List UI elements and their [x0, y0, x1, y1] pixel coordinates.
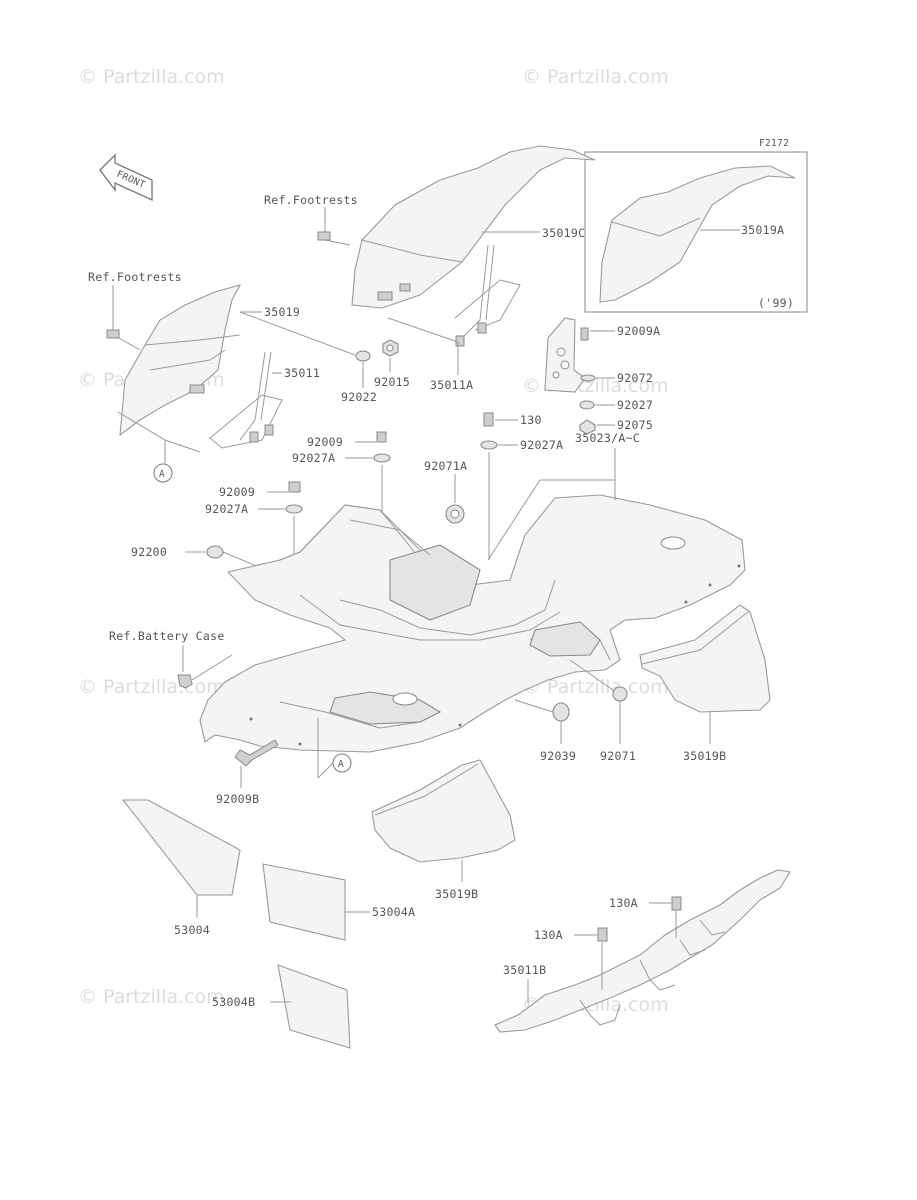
washer-icon: [285, 504, 303, 514]
bolt-icon: [483, 412, 494, 427]
part-label-130A-left: 130A: [534, 928, 563, 942]
part-label-92071A: 92071A: [424, 459, 467, 473]
bolt-icon: [671, 896, 682, 911]
inset-year: ('99): [758, 296, 794, 310]
bolt-icon: [376, 431, 387, 443]
part-label-92075: 92075: [617, 418, 653, 432]
part-label-53004A: 53004A: [372, 905, 415, 919]
grommet-icon: [612, 686, 628, 702]
mud-flap-center: [371, 759, 516, 863]
part-label-35019B-right: 35019B: [683, 749, 726, 763]
fastener-92009B-group: 92009B A: [216, 718, 352, 806]
part-label-92009A: 92009A: [617, 324, 660, 338]
part-label-35019C: 35019C: [542, 226, 585, 240]
ref-footrests-label-top: Ref.Footrests: [264, 193, 358, 207]
part-label-92027A-a: 92027A: [292, 451, 335, 465]
bolt-icon: [580, 327, 589, 341]
watermark: © Partzilla.com: [522, 676, 669, 698]
diagram-code: F2172: [759, 138, 789, 149]
grommet-icon: [206, 545, 224, 559]
part-label-35019A: 35019A: [741, 223, 784, 237]
decal-53004B: [277, 964, 351, 1049]
battery-case-icon: [177, 674, 193, 689]
watermark: © Partzilla.com: [522, 66, 669, 88]
grommet-icon: [552, 702, 570, 722]
mud-flap-right: [639, 604, 771, 713]
fastener-92039-group: 92039 92071: [514, 659, 636, 763]
part-label-92009-a: 92009: [307, 435, 343, 449]
rear-fender-1999-inset: [599, 165, 796, 303]
fastener-130-group: 130 92027A: [480, 412, 563, 560]
part-label-130: 130: [520, 413, 542, 427]
part-label-92009B: 92009B: [216, 792, 259, 806]
part-label-92027A-right: 92027A: [520, 438, 563, 452]
rear-fender-body: [199, 494, 746, 753]
washer-icon: [373, 453, 391, 463]
decal-53004: [121, 799, 241, 896]
left-inner-fender: [119, 284, 242, 437]
mounting-bracket-group: 92009A 92072 92027 92075: [544, 317, 660, 435]
part-label-92022: 92022: [341, 390, 377, 404]
part-label-130A-top: 130A: [609, 896, 638, 910]
watermark: © Partzilla.com: [78, 676, 225, 698]
lower-bracket-group: 130A 130A 35011B: [494, 869, 791, 1033]
part-label-35023: 35023/A~C: [575, 431, 640, 445]
part-label-92039: 92039: [540, 749, 576, 763]
bolt-icon: [234, 739, 279, 767]
part-label-35019B-center: 35019B: [435, 887, 478, 901]
mounting-bracket: [544, 317, 586, 393]
washer-icon: [579, 400, 595, 410]
ref-marker-a-bottom: A: [338, 759, 344, 770]
part-label-92071: 92071: [600, 749, 636, 763]
rear-fender-group: 35023/A~C Ref.Battery Case: [109, 431, 746, 753]
part-label-92027A-b: 92027A: [205, 502, 248, 516]
fastener-92009-group-b: 92009 92027A 92200: [131, 481, 303, 581]
bolt-icon: [106, 329, 120, 339]
part-label-35019: 35019: [264, 305, 300, 319]
inset-1999-box: F2172 35019A ('99): [584, 138, 808, 313]
part-label-92072: 92072: [617, 371, 653, 385]
part-label-35011B: 35011B: [503, 963, 546, 977]
bolt-icon: [317, 231, 331, 241]
fastener-92009-group-a: 92009 92027A: [292, 431, 391, 590]
part-label-92027: 92027: [617, 398, 653, 412]
part-label-92200: 92200: [131, 545, 167, 559]
bolt-icon: [597, 927, 608, 942]
part-label-35011A: 35011A: [430, 378, 473, 392]
washer-nut-group: 92015 92022: [341, 339, 410, 404]
part-label-53004: 53004: [174, 923, 210, 937]
part-label-53004B: 53004B: [212, 995, 255, 1009]
part-label-92015: 92015: [374, 375, 410, 389]
decal-group: 53004 53004A 53004B: [121, 799, 415, 1049]
part-label-92009-b: 92009: [219, 485, 255, 499]
nut-icon: [579, 419, 596, 435]
grommet-92071A-group: 92071A: [424, 459, 467, 524]
front-arrow-icon: FRONT: [99, 153, 153, 202]
left-inner-fender-group: Ref.Footrests 35019 35011 A: [88, 270, 356, 483]
mud-flap-right-group: 35019B: [639, 604, 771, 763]
mud-flap-center-group: 35019B: [371, 759, 516, 901]
ref-footrests-label-left: Ref.Footrests: [88, 270, 182, 284]
bolt-icon: [288, 481, 301, 493]
watermark: © Partzilla.com: [78, 986, 225, 1008]
watermark: © Partzilla.com: [78, 66, 225, 88]
washer-icon: [355, 350, 371, 362]
part-label-35011: 35011: [284, 366, 320, 380]
decal-53004A: [262, 863, 346, 941]
right-inner-fender-group: 35019C Ref.Footrests 35011A: [264, 145, 596, 392]
right-inner-fender: [351, 145, 596, 309]
washer-icon: [480, 440, 498, 450]
ref-marker-a: A: [159, 469, 165, 480]
ref-battery-case-label: Ref.Battery Case: [109, 629, 225, 643]
